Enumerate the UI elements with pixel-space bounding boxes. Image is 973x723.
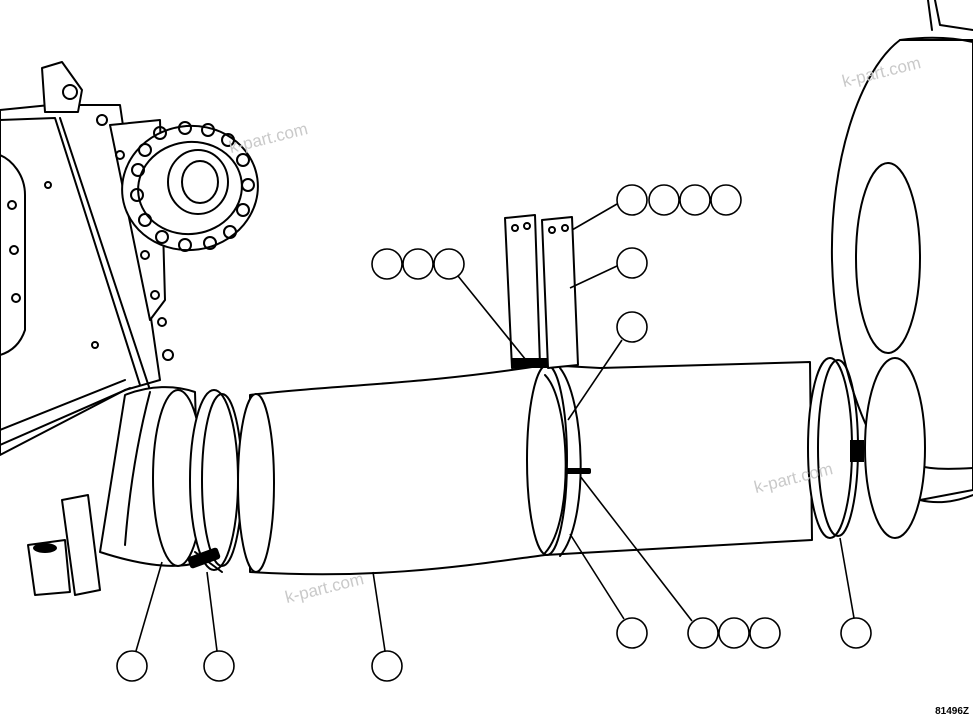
callout-balloon bbox=[116, 650, 148, 682]
callout-balloon bbox=[371, 650, 403, 682]
callout-balloon bbox=[203, 650, 235, 682]
callout-balloon bbox=[840, 617, 872, 649]
callout-balloon bbox=[648, 184, 680, 216]
callout-balloon bbox=[718, 617, 750, 649]
callout-balloon bbox=[616, 617, 648, 649]
rubber-elbow bbox=[99, 386, 243, 573]
flange-bolts bbox=[130, 121, 255, 252]
intake-hose bbox=[237, 361, 813, 576]
callout-balloon bbox=[433, 248, 465, 280]
mounting-brackets bbox=[504, 214, 579, 369]
callout-balloons bbox=[116, 184, 872, 682]
callout-balloon bbox=[616, 247, 648, 279]
callout-balloon bbox=[616, 184, 648, 216]
callout-balloon bbox=[371, 248, 403, 280]
right-coupling bbox=[807, 357, 926, 539]
bolted-flange bbox=[121, 121, 259, 252]
callout-balloon bbox=[679, 184, 711, 216]
callout-balloon bbox=[749, 617, 781, 649]
callout-balloon bbox=[710, 184, 742, 216]
callout-balloon bbox=[687, 617, 719, 649]
callout-balloon bbox=[402, 248, 434, 280]
callout-balloon bbox=[616, 311, 648, 343]
drawing-number: 81496Z bbox=[935, 706, 969, 717]
